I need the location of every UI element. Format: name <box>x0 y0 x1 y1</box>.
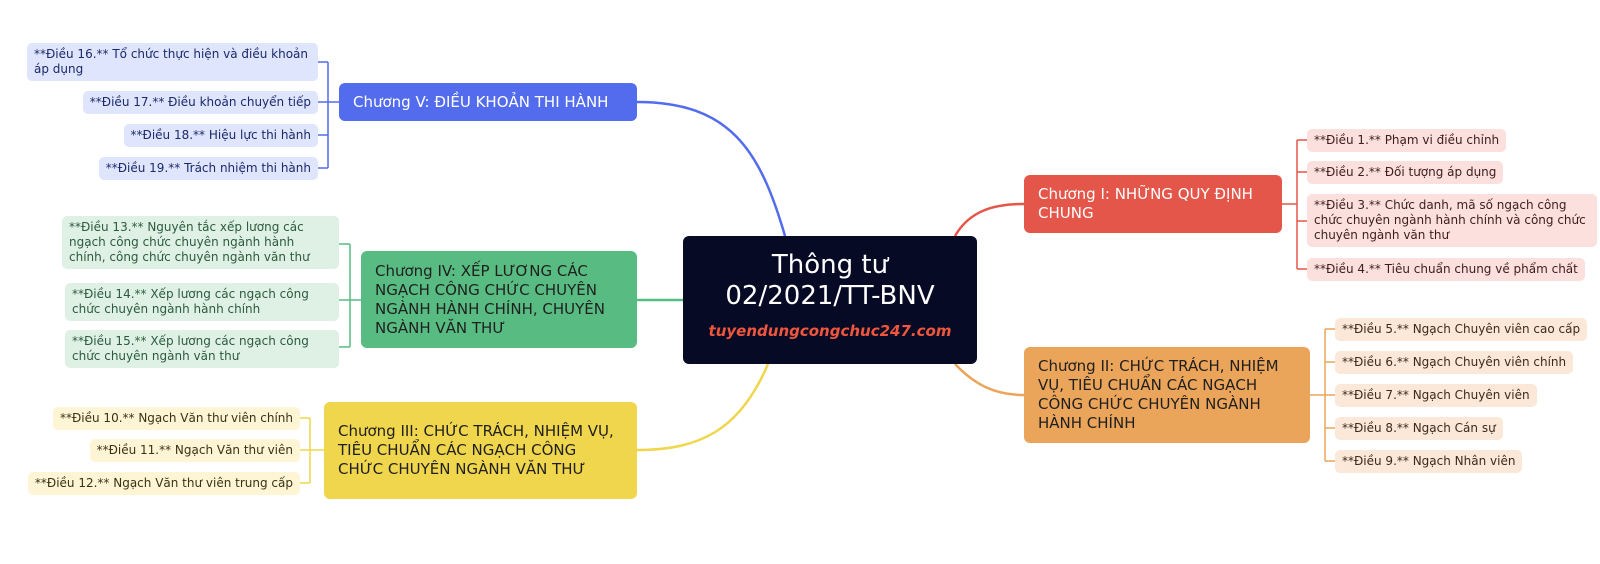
chapter-4-node[interactable]: Chương IV: XẾP LƯƠNG CÁC NGẠCH CÔNG CHỨC… <box>361 251 637 348</box>
article-7[interactable]: **Điều 7.** Ngạch Chuyên viên <box>1335 384 1537 407</box>
article-9[interactable]: **Điều 9.** Ngạch Nhân viên <box>1335 450 1523 473</box>
article-16[interactable]: **Điều 16.** Tổ chức thực hiện và điều k… <box>27 43 318 81</box>
bracket-chapter1 <box>1282 139 1307 270</box>
article-2[interactable]: **Điều 2.** Đối tượng áp dụng <box>1307 161 1504 184</box>
bracket-chapter3 <box>300 417 324 484</box>
chapter-3-node[interactable]: Chương III: CHỨC TRÁCH, NHIỆM VỤ, TIÊU C… <box>324 402 637 499</box>
article-3[interactable]: **Điều 3.** Chức danh, mã số ngạch công … <box>1307 194 1597 247</box>
website-label: tuyendungcongchuc247.com <box>708 322 952 340</box>
central-topic[interactable]: Thông tư 02/2021/TT-BNV tuyendungcongchu… <box>683 236 977 364</box>
chapter-5-label: Chương V: ĐIỀU KHOẢN THI HÀNH <box>353 92 609 111</box>
article-18[interactable]: **Điều 18.** Hiệu lực thi hành <box>123 124 318 147</box>
chapter-2-label: Chương II: CHỨC TRÁCH, NHIỆM VỤ, TIÊU CH… <box>1038 357 1279 432</box>
article-14[interactable]: **Điều 14.** Xếp lương các ngạch công ch… <box>65 283 339 321</box>
article-8[interactable]: **Điều 8.** Ngạch Cán sự <box>1335 417 1503 440</box>
article-6[interactable]: **Điều 6.** Ngạch Chuyên viên chính <box>1335 351 1574 374</box>
link-center-chapter5 <box>636 100 787 237</box>
chapter-3-label: Chương III: CHỨC TRÁCH, NHIỆM VỤ, TIÊU C… <box>338 422 614 478</box>
chapter-4-label: Chương IV: XẾP LƯƠNG CÁC NGẠCH CÔNG CHỨC… <box>375 261 605 337</box>
article-5[interactable]: **Điều 5.** Ngạch Chuyên viên cao cấp <box>1335 318 1588 341</box>
title-line-2: 02/2021/TT-BNV <box>725 281 935 311</box>
link-center-chapter1 <box>953 202 1025 237</box>
link-center-chapter2 <box>954 363 1025 397</box>
article-15[interactable]: **Điều 15.** Xếp lương các ngạch công ch… <box>65 330 339 368</box>
article-17[interactable]: **Điều 17.** Điều khoản chuyển tiếp <box>82 91 318 114</box>
article-1[interactable]: **Điều 1.** Phạm vi điều chỉnh <box>1307 129 1507 152</box>
chapter-2-node[interactable]: Chương II: CHỨC TRÁCH, NHIỆM VỤ, TIÊU CH… <box>1024 347 1310 443</box>
article-4[interactable]: **Điều 4.** Tiêu chuẩn chung về phẩm chấ… <box>1307 258 1585 281</box>
article-13[interactable]: **Điều 13.** Nguyên tắc xếp lương các ng… <box>62 216 339 269</box>
bracket-chapter5 <box>318 61 339 169</box>
bracket-chapter4 <box>339 243 361 348</box>
article-19[interactable]: **Điều 19.** Trách nhiệm thi hành <box>98 157 318 180</box>
chapter-1-label: Chương I: NHỮNG QUY ĐỊNH CHUNG <box>1038 185 1253 222</box>
link-center-chapter3 <box>636 363 770 452</box>
bracket-chapter2 <box>1310 328 1335 462</box>
chapter-1-node[interactable]: Chương I: NHỮNG QUY ĐỊNH CHUNG <box>1024 175 1282 233</box>
central-topic-title: Thông tư 02/2021/TT-BNV <box>683 250 977 312</box>
title-line-1: Thông tư <box>771 250 889 280</box>
article-12[interactable]: **Điều 12.** Ngạch Văn thư viên trung cấ… <box>27 472 300 495</box>
chapter-5-node[interactable]: Chương V: ĐIỀU KHOẢN THI HÀNH <box>339 83 637 121</box>
article-10[interactable]: **Điều 10.** Ngạch Văn thư viên chính <box>53 407 300 430</box>
article-11[interactable]: **Điều 11.** Ngạch Văn thư viên <box>89 439 300 462</box>
